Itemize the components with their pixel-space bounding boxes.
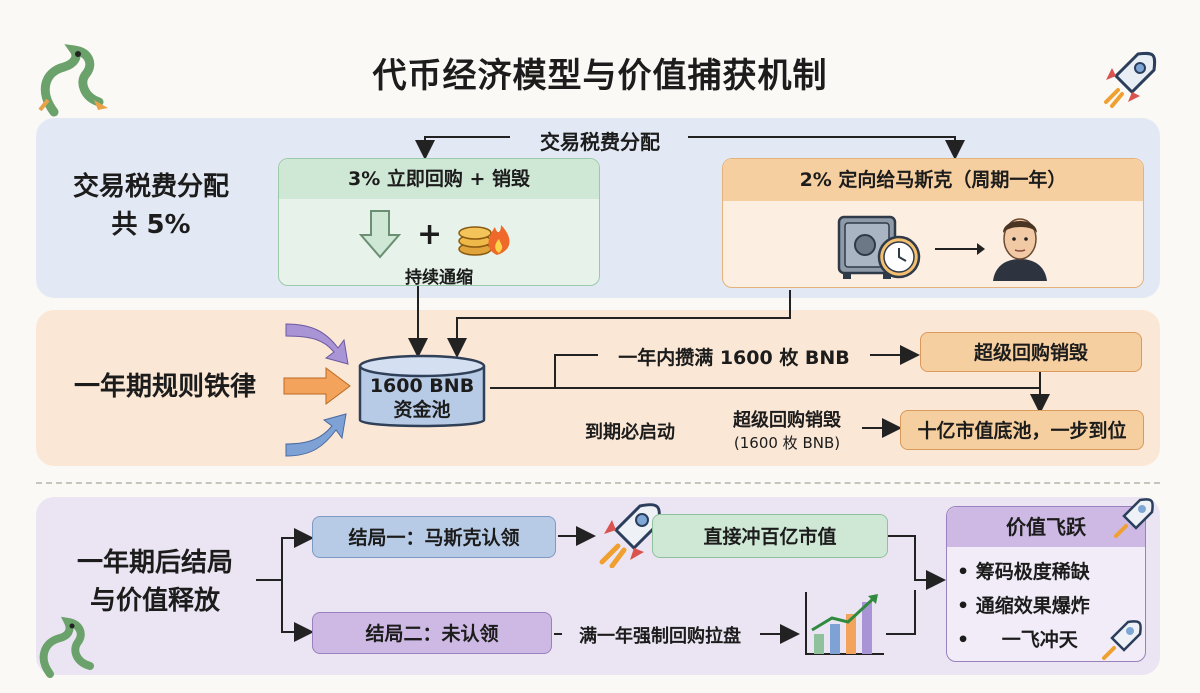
value-leap-header: 价值飞跃 (947, 507, 1145, 547)
super-buyback-flow-line2: (1600 枚 BNB) (733, 434, 841, 452)
tax-section-label: 交易税费分配 共 5% (56, 168, 246, 244)
musk-allocation-box: 2% 定向给马斯克（周期一年） (722, 158, 1144, 288)
buyback-burn-box: 3% 立即回购 + 销毁 + 持续通缩 (278, 158, 600, 288)
super-buyback-box: 超级回购销毁 (920, 332, 1142, 372)
one-year-rule-label: 一年期规则铁律 (73, 372, 256, 402)
buyback-burn-header: 3% 立即回购 + 销毁 (279, 159, 599, 199)
right-arrow-icon (935, 243, 985, 255)
down-arrow-icon (359, 210, 401, 259)
page-title: 代币经济模型与价值捕获机制 (372, 56, 828, 96)
fund-pool-icon (358, 354, 486, 428)
dragon-icon-bottom (39, 616, 94, 678)
plus-sign: + (417, 217, 443, 252)
rising-chart-icon (805, 592, 884, 655)
value-item-3: • 一飞冲天 (957, 629, 1078, 651)
value-item-1-text: 筹码极度稀缺 (975, 561, 1090, 583)
safe-clock-icon (837, 215, 921, 279)
burning-coins-icon (458, 225, 510, 256)
fund-pool-name: 资金池 (393, 399, 451, 421)
outcome-section-label: 一年期后结局 与价值释放 (50, 544, 260, 620)
musk-allocation-header: 2% 定向给马斯克（周期一年） (723, 159, 1143, 201)
value-item-2: • 通缩效果爆炸 (957, 595, 1090, 617)
tax-label-line2: 共 5% (111, 210, 191, 240)
super-buyback-flow-label: 超级回购销毁 (1600 枚 BNB) (712, 410, 862, 454)
accumulate-flow-label: 一年内攒满 1600 枚 BNB (600, 343, 868, 370)
rocket-icon (1104, 51, 1157, 108)
musk-avatar-icon (993, 218, 1047, 281)
rocket-small-icon-2 (1102, 620, 1142, 660)
expiry-trigger-label: 到期必启动 (585, 422, 675, 443)
value-item-2-text: 通缩效果爆炸 (975, 595, 1090, 617)
rocket-small-icon (1114, 498, 1154, 538)
forced-buyback-label: 满一年强制回购拉盘 (579, 626, 741, 647)
dragon-icon (38, 44, 108, 117)
outcome-one-pill: 结局一：马斯克认领 (312, 516, 556, 558)
billion-pool-box: 十亿市值底池，一步到位 (900, 410, 1144, 450)
outcome-one-result: 直接冲百亿市值 (652, 514, 888, 558)
super-buyback-flow-line1: 超级回购销毁 (733, 410, 841, 431)
section-divider (36, 482, 1160, 484)
value-item-3-text: 一飞冲天 (1001, 629, 1078, 651)
inflow-arrows-icon (283, 323, 351, 457)
fund-pool-label: 1600 BNB 资金池 (356, 374, 488, 422)
outcome-label-line1: 一年期后结局 (76, 548, 233, 578)
rocket-launch-icon (599, 503, 661, 568)
fund-pool-amount: 1600 BNB (369, 375, 475, 397)
outcome-label-line2: 与价值释放 (89, 586, 220, 616)
value-item-1: • 筹码极度稀缺 (957, 561, 1090, 583)
tax-label-line1: 交易税费分配 (72, 172, 229, 202)
outcome-two-pill: 结局二：未认领 (312, 612, 552, 654)
deflation-caption: 持续通缩 (405, 268, 473, 288)
tax-flow-label: 交易税费分配 (520, 126, 680, 155)
